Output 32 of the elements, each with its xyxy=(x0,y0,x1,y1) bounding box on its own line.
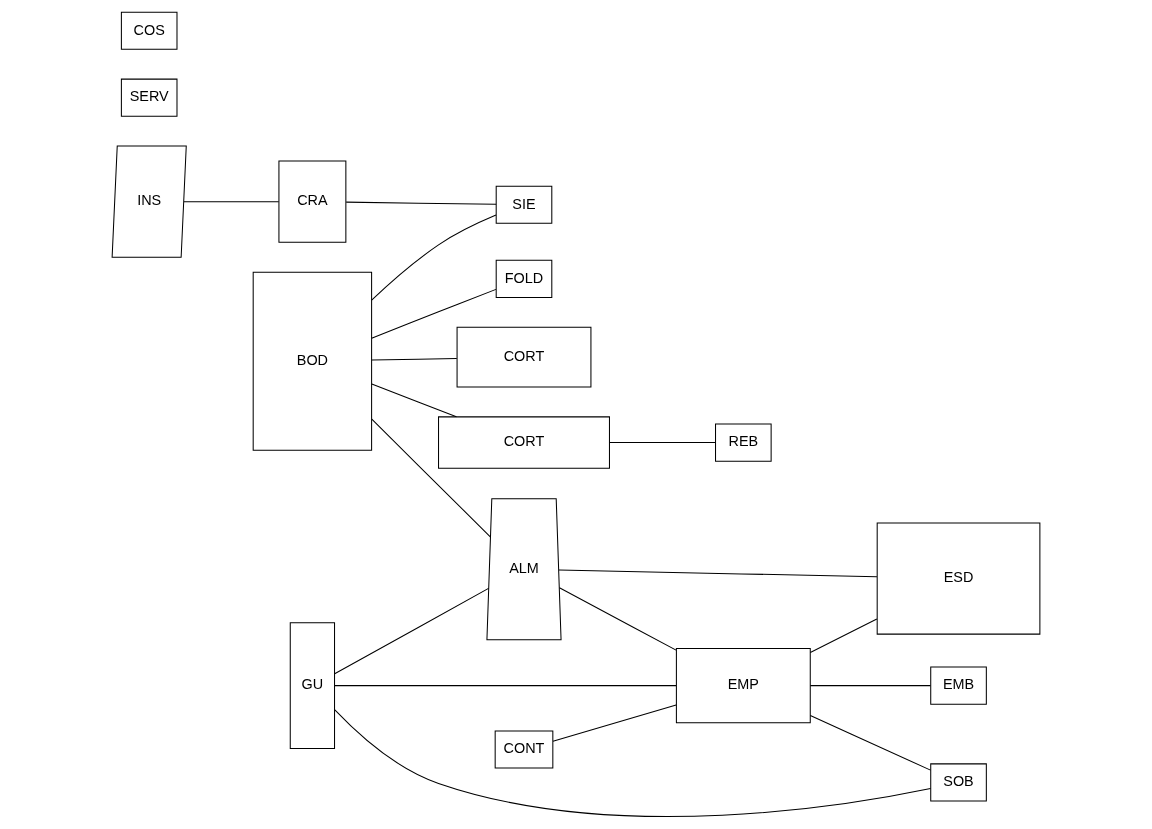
node-box: CORT xyxy=(438,416,610,469)
node-box: EMP xyxy=(675,648,811,724)
node-box: SERV xyxy=(120,78,178,117)
connector xyxy=(609,442,716,444)
connector xyxy=(345,201,497,205)
node-box: CRA xyxy=(278,160,347,243)
node-box: EMB xyxy=(930,666,987,705)
connector xyxy=(334,587,490,675)
connector xyxy=(334,709,932,818)
node-box: SOB xyxy=(930,763,987,802)
node-box: SIE xyxy=(495,185,553,224)
node-box: CONT xyxy=(494,730,554,769)
node-box: REB xyxy=(715,423,772,462)
node-box: FOLD xyxy=(495,259,553,298)
connector xyxy=(183,201,280,203)
connector xyxy=(809,715,932,771)
connector xyxy=(809,685,932,687)
node-box: GU xyxy=(289,622,336,749)
connector xyxy=(371,357,458,361)
connector xyxy=(558,587,677,651)
node-box: COS xyxy=(120,11,178,50)
node-box: CORT xyxy=(456,326,592,388)
connector xyxy=(558,569,878,578)
node-box: BOD xyxy=(252,271,373,451)
connector xyxy=(371,214,497,301)
node-box: ESD xyxy=(876,522,1041,635)
connector xyxy=(371,418,491,538)
connector xyxy=(371,383,457,418)
connector xyxy=(809,618,878,653)
connector xyxy=(552,704,677,742)
connector xyxy=(371,288,497,339)
connector xyxy=(334,685,677,687)
